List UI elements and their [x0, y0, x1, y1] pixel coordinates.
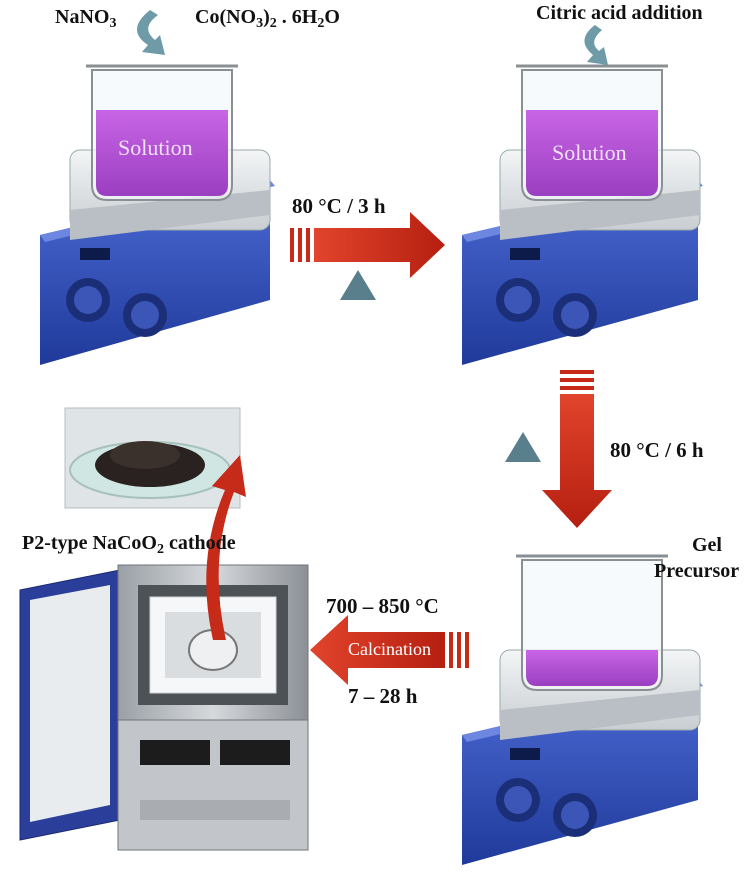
beaker-1-text: Solution [118, 135, 193, 160]
heat-triangle-icon [505, 432, 541, 462]
arrow2-label: 80 °C / 6 h [610, 438, 704, 462]
step3-title-line2: Precursor [654, 560, 740, 582]
arrow-right-1 [290, 212, 445, 278]
arrow3-label-bottom: 7 – 28 h [348, 684, 418, 708]
powder-dish-icon [64, 407, 241, 509]
arrow-down [542, 370, 612, 528]
furnace-icon [19, 564, 309, 851]
curved-arrow-icon [206, 455, 246, 640]
beaker-icon [516, 64, 668, 201]
reagent-b: Co(NO3)2 . 6H2O [195, 6, 340, 32]
beaker-2-text: Solution [552, 140, 627, 165]
step3-title-line1: Gel [692, 534, 722, 556]
beaker-icon [86, 64, 238, 201]
heat-triangle-icon [340, 270, 376, 300]
arrow1-label: 80 °C / 3 h [292, 194, 386, 218]
step2-title: Citric acid addition [536, 2, 703, 24]
reagent-a: NaNO3 [55, 6, 117, 32]
arrow3-label-in: Calcination [348, 639, 431, 659]
product-label: P2-type NaCoO2 cathode [22, 532, 236, 558]
swirl-icon [136, 10, 165, 55]
beaker-icon [516, 554, 668, 691]
swirl-icon [584, 25, 608, 65]
arrow-left-calcination [310, 615, 469, 685]
arrow3-label-top: 700 – 850 °C [326, 594, 439, 618]
